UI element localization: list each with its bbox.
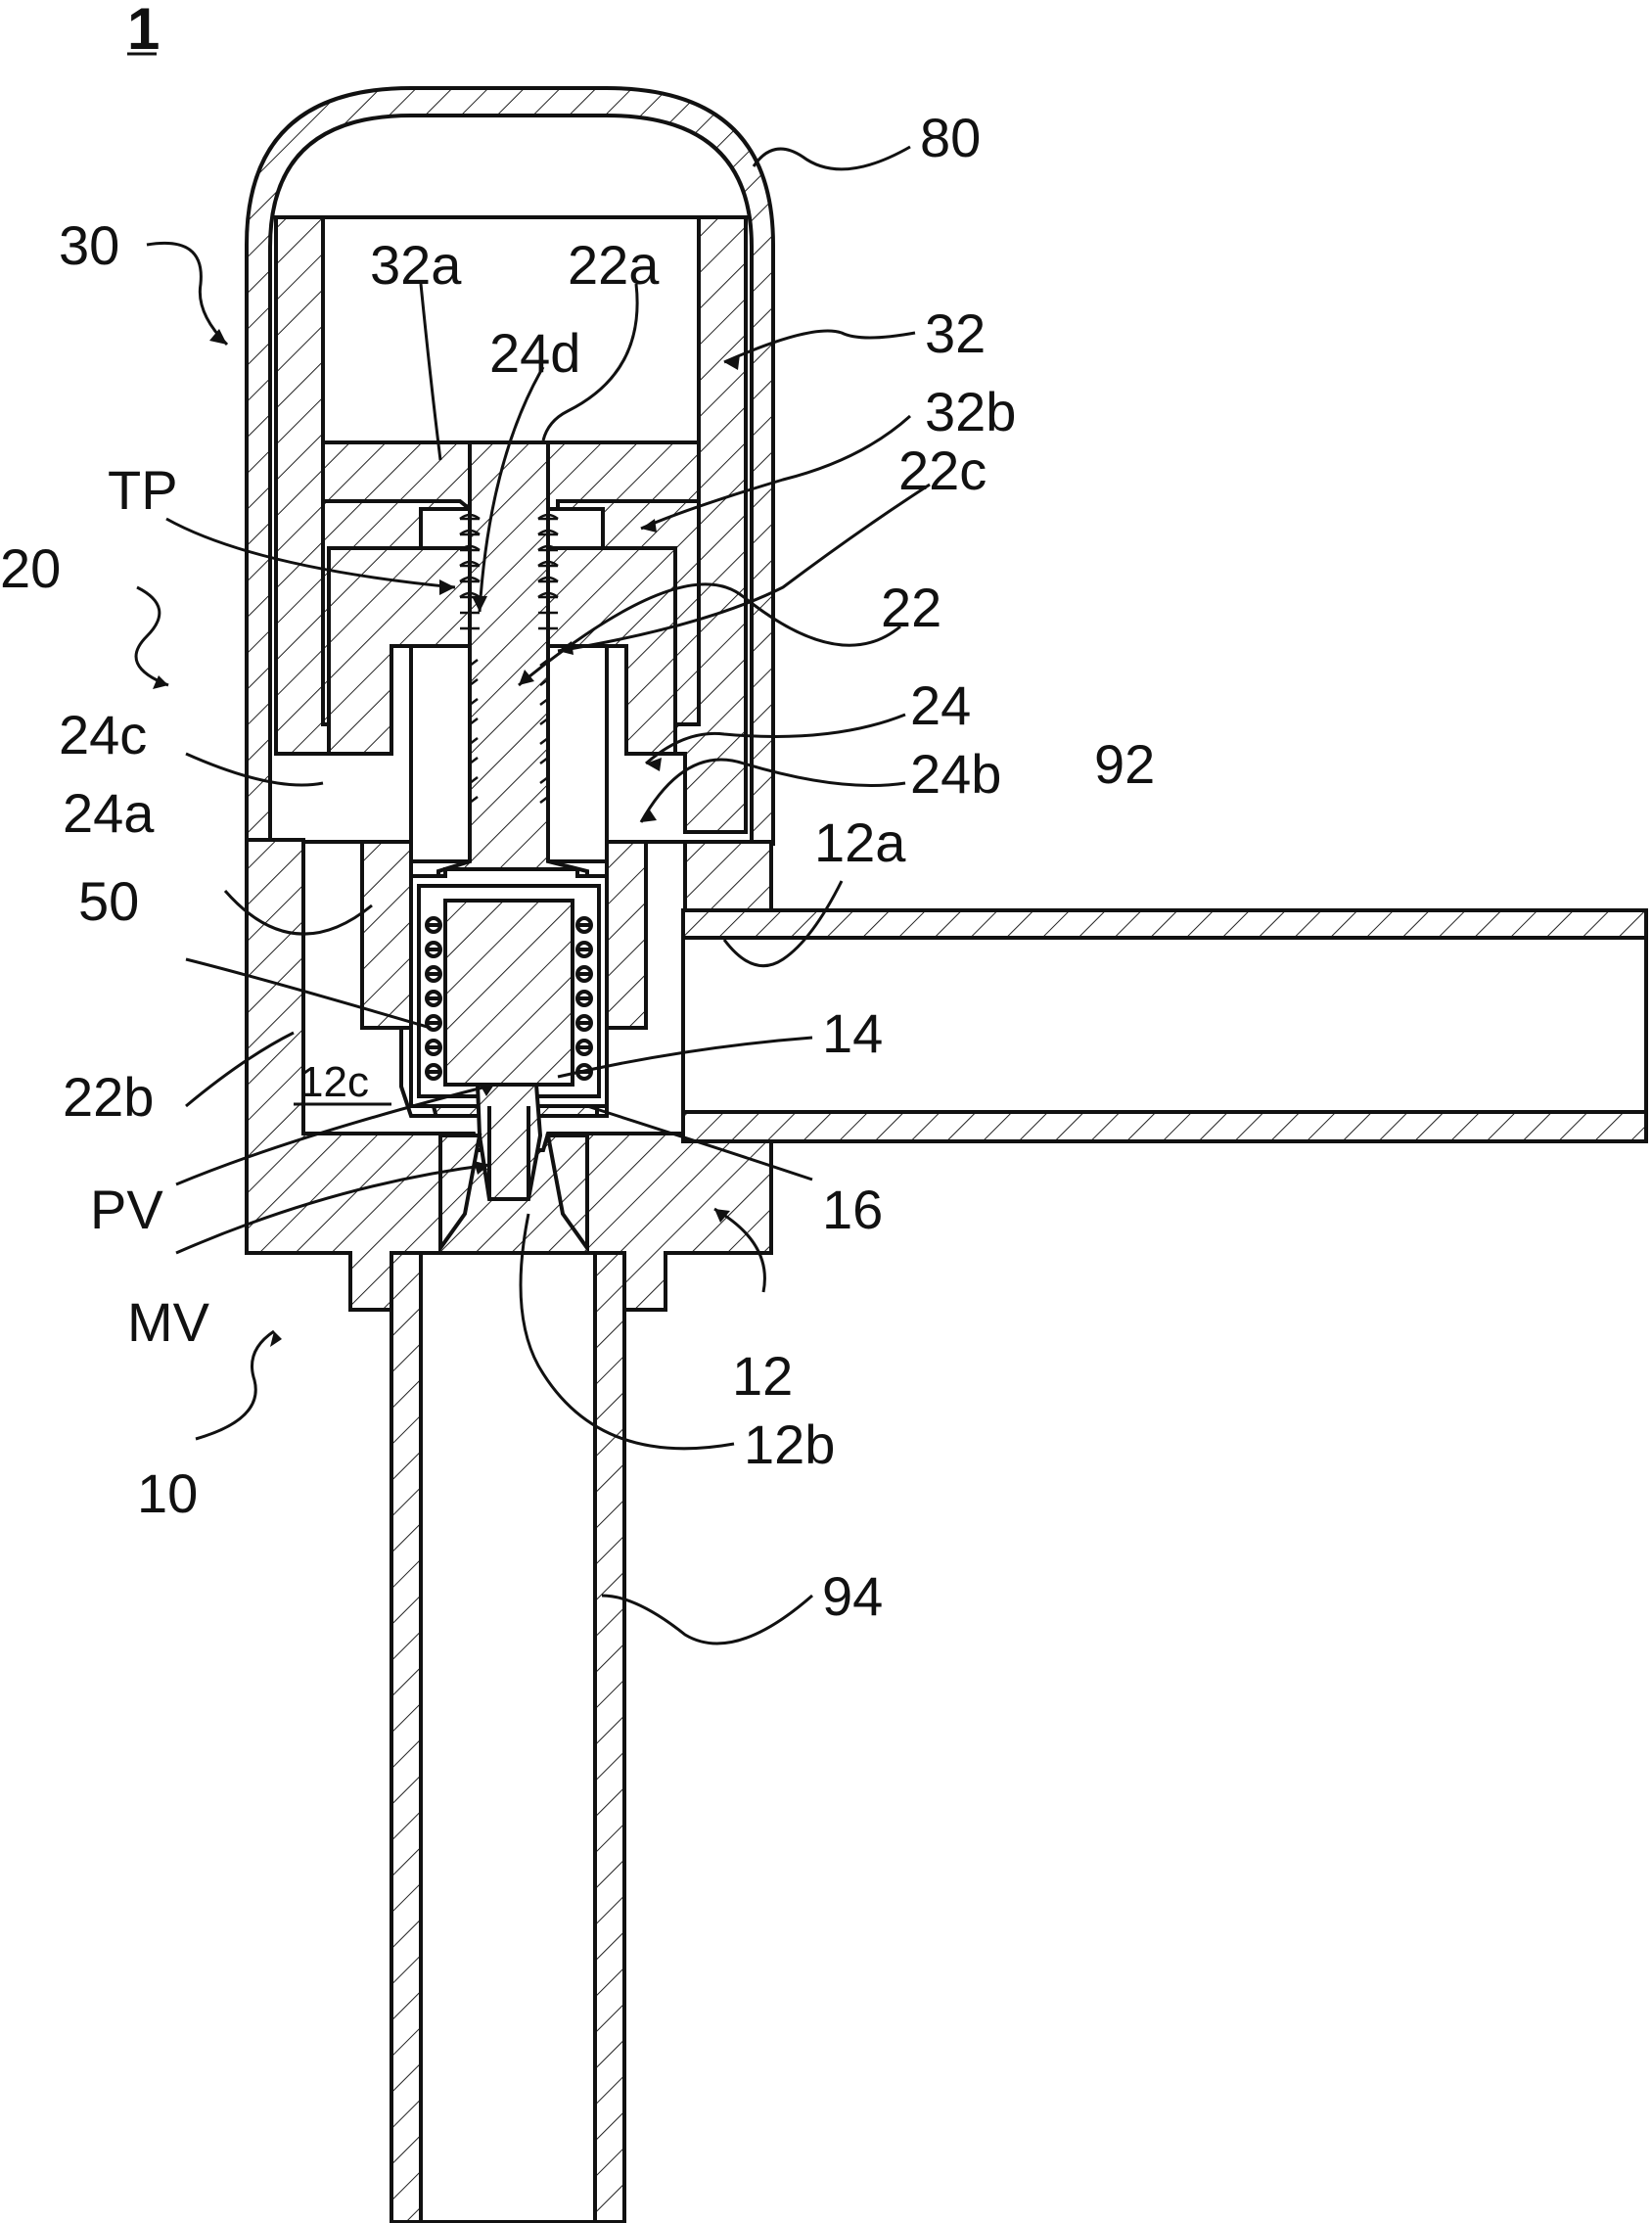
label-14: 14 — [822, 1002, 883, 1064]
label-92: 92 — [1094, 733, 1155, 795]
label-12b: 12b — [744, 1413, 835, 1475]
label-30: 30 — [59, 214, 119, 276]
label-24c: 24c — [59, 704, 147, 765]
label-20: 20 — [0, 537, 61, 599]
label-24b: 24b — [910, 743, 1001, 805]
label-TP: TP — [108, 459, 178, 521]
label-32a: 32a — [370, 234, 462, 296]
label-22c: 22c — [898, 440, 987, 501]
label-32b: 32b — [925, 381, 1016, 442]
label-94: 94 — [822, 1565, 883, 1627]
label-80: 80 — [920, 107, 981, 168]
label-24d: 24d — [489, 322, 580, 384]
label-24: 24 — [910, 674, 971, 736]
label-22b: 22b — [63, 1066, 154, 1128]
valve-needle — [478, 1085, 540, 1199]
figure-number: 1 — [127, 0, 160, 62]
label-32: 32 — [925, 302, 986, 364]
label-12: 12 — [732, 1345, 793, 1407]
label-24a: 24a — [63, 782, 155, 844]
label-12a: 12a — [814, 811, 906, 873]
label-22a: 22a — [568, 234, 660, 296]
label-50: 50 — [78, 870, 139, 932]
label-10: 10 — [137, 1462, 198, 1524]
label-12c: 12c — [299, 1058, 369, 1106]
pipe-94 — [391, 1253, 624, 2222]
label-MV: MV — [127, 1291, 210, 1353]
label-22: 22 — [881, 577, 941, 638]
label-PV: PV — [90, 1179, 163, 1240]
label-16: 16 — [822, 1179, 883, 1240]
